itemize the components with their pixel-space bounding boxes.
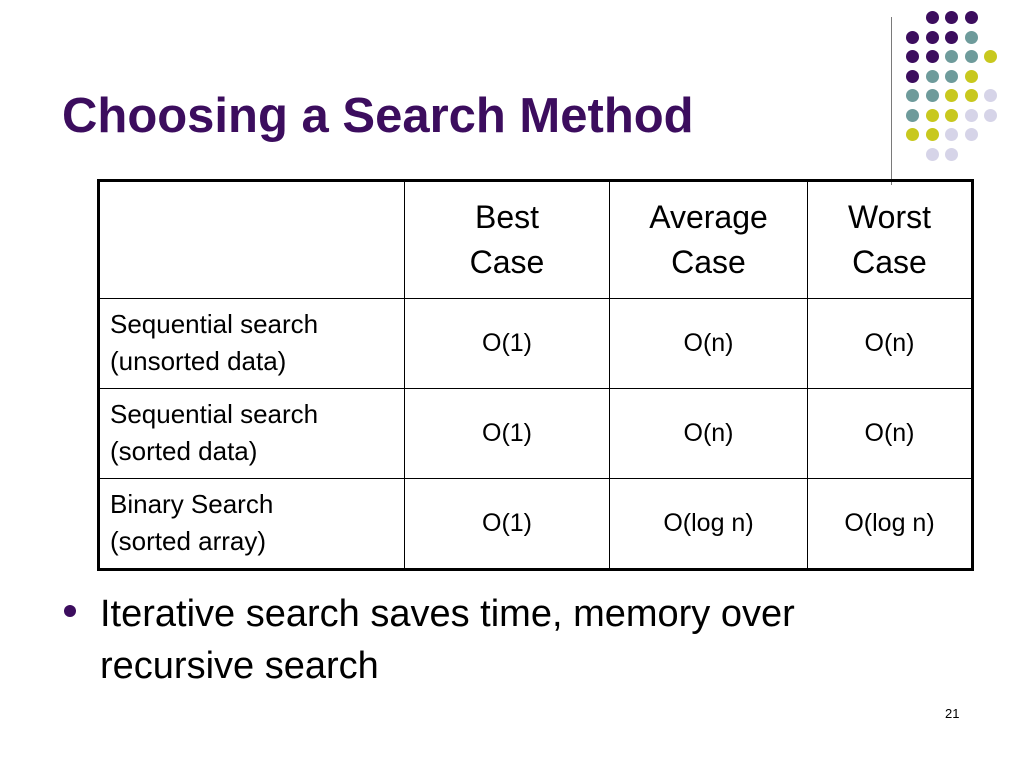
table-header-row: Best Case Average Case Worst Case (98, 180, 973, 299)
dot-decoration (0, 0, 1024, 200)
row-label-line2: (unsorted data) (110, 346, 287, 377)
decorative-dot (925, 89, 939, 102)
row-label-line1: Binary Search (110, 488, 274, 519)
header-worst-case: Worst Case (807, 180, 973, 299)
header-best-case: Best Case (404, 180, 610, 299)
worst-case-cell: O(n) (807, 298, 973, 389)
decorative-dot (925, 69, 939, 83)
decorative-dot (945, 50, 958, 63)
decorative-dot (906, 30, 919, 44)
decorative-dot (964, 30, 978, 44)
decorative-dot (925, 128, 939, 141)
slide-title: Choosing a Search Method (62, 89, 694, 143)
decorative-dot (945, 108, 958, 122)
header-average-line2: Case (671, 244, 746, 280)
worst-case-cell: O(n) (807, 387, 973, 479)
decorative-dot (964, 11, 978, 24)
row-label-cell: Sequential search (unsorted data) (98, 298, 405, 389)
row-label-line1: Sequential search (110, 308, 319, 339)
header-best-line2: Case (469, 244, 545, 280)
average-case-cell: O(n) (609, 298, 808, 389)
decorative-dot (964, 50, 978, 63)
page-number: 21 (945, 706, 960, 721)
table-row: Binary Search (sorted array) O(1) O(log … (98, 477, 973, 571)
header-worst-line1: Worst (848, 199, 931, 236)
average-case-cell: O(log n) (609, 477, 808, 571)
decorative-dot (945, 89, 958, 102)
table-row: Sequential search (sorted data) O(1) O(n… (98, 387, 973, 479)
table-row: Sequential search (unsorted data) O(1) O… (98, 298, 973, 389)
best-case-cell: O(1) (404, 477, 610, 571)
decorative-dot (906, 69, 919, 83)
decorative-dot (945, 11, 958, 24)
decorative-dot (964, 69, 978, 83)
bullet-dot-icon (64, 605, 76, 617)
header-worst-line2: Case (852, 244, 927, 280)
row-label-cell: Binary Search (sorted array) (98, 477, 405, 571)
decorative-dot (945, 128, 958, 141)
bullet-item: Iterative search saves time, memory over… (100, 593, 795, 687)
header-best-line1: Best (474, 199, 540, 236)
row-label-line1: Sequential search (110, 398, 319, 429)
vertical-divider-line (891, 17, 892, 185)
decorative-dot (925, 50, 939, 63)
header-corner-cell (98, 180, 405, 299)
decorative-dot (984, 50, 997, 63)
decorative-dot (906, 128, 919, 141)
best-case-cell: O(1) (404, 387, 610, 479)
decorative-dot (906, 108, 919, 122)
decorative-dot (984, 108, 997, 122)
worst-case-cell: O(log n) (807, 477, 973, 571)
row-label-cell: Sequential search (sorted data) (98, 387, 405, 479)
decorative-dot (925, 30, 939, 44)
decorative-dot (945, 69, 958, 83)
decorative-dot (906, 50, 919, 63)
header-average-line1: Average (649, 199, 768, 236)
decorative-dot (964, 108, 978, 122)
comparison-table: Best Case Average Case Worst Case Sequen… (97, 179, 974, 571)
row-label-line2: (sorted data) (110, 436, 258, 467)
decorative-dot (925, 108, 939, 122)
decorative-dot (925, 11, 939, 24)
decorative-dot (945, 30, 958, 44)
decorative-dot (945, 147, 958, 161)
row-label-line2: (sorted array) (110, 526, 267, 557)
decorative-dot (906, 89, 919, 102)
decorative-dot (964, 89, 978, 102)
best-case-cell: O(1) (404, 298, 610, 389)
decorative-dot (984, 89, 997, 102)
decorative-dot (925, 147, 939, 161)
header-average-case: Average Case (609, 180, 808, 299)
average-case-cell: O(n) (609, 387, 808, 479)
decorative-dot (964, 128, 978, 141)
